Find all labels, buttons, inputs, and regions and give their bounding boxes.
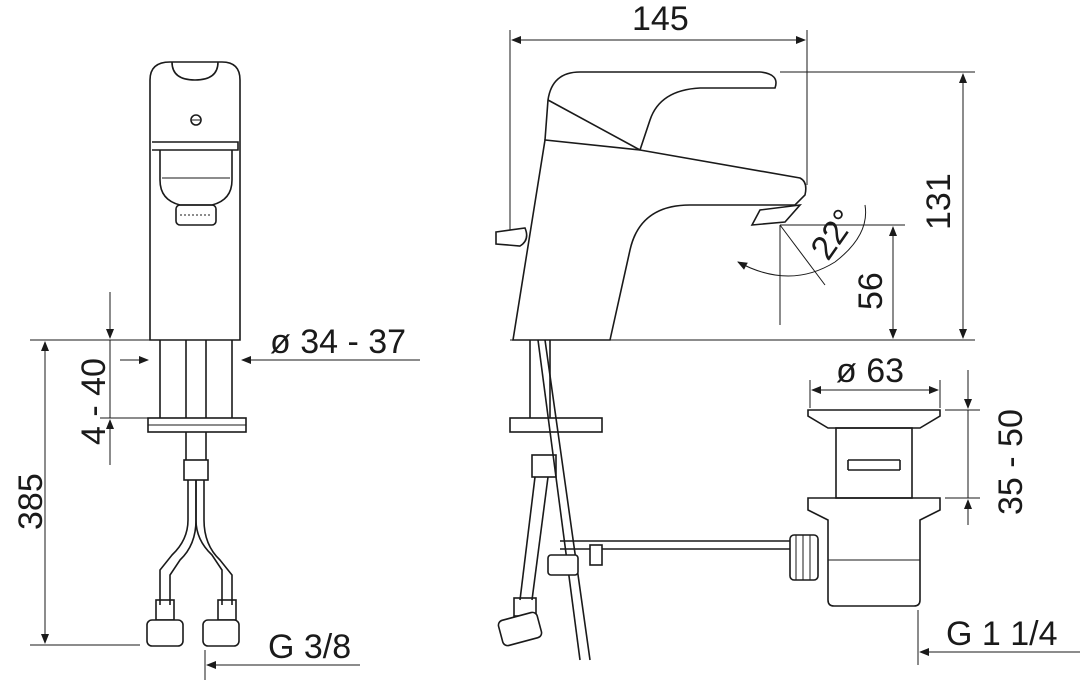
nut-left xyxy=(146,619,184,647)
side-view-faucet xyxy=(495,71,807,661)
label-spout-height: 56 xyxy=(852,272,890,310)
waste-drain xyxy=(789,409,941,607)
label-hose-length: 385 xyxy=(12,473,50,530)
side-dimension-lines xyxy=(509,30,1080,665)
label-deck-thickness: 4 - 40 xyxy=(75,358,113,445)
front-dimension-lines xyxy=(30,292,420,680)
label-waste-diameter: ø 63 xyxy=(836,352,904,390)
aerator xyxy=(175,204,217,226)
label-spout-length: 145 xyxy=(632,0,689,38)
screw-icon xyxy=(190,114,202,126)
label-waste-height: 35 - 50 xyxy=(992,409,1030,515)
label-hole-diameter: ø 34 - 37 xyxy=(270,323,406,361)
label-hose-thread: G 3/8 xyxy=(268,628,351,666)
label-total-height: 131 xyxy=(920,173,958,230)
label-waste-thread: G 1 1/4 xyxy=(946,615,1058,653)
front-view-faucet xyxy=(146,61,247,647)
label-spout-angle: 22° xyxy=(803,203,864,267)
overflow-nut xyxy=(789,534,819,581)
hose-connector xyxy=(183,459,209,481)
nut-right xyxy=(202,619,240,647)
